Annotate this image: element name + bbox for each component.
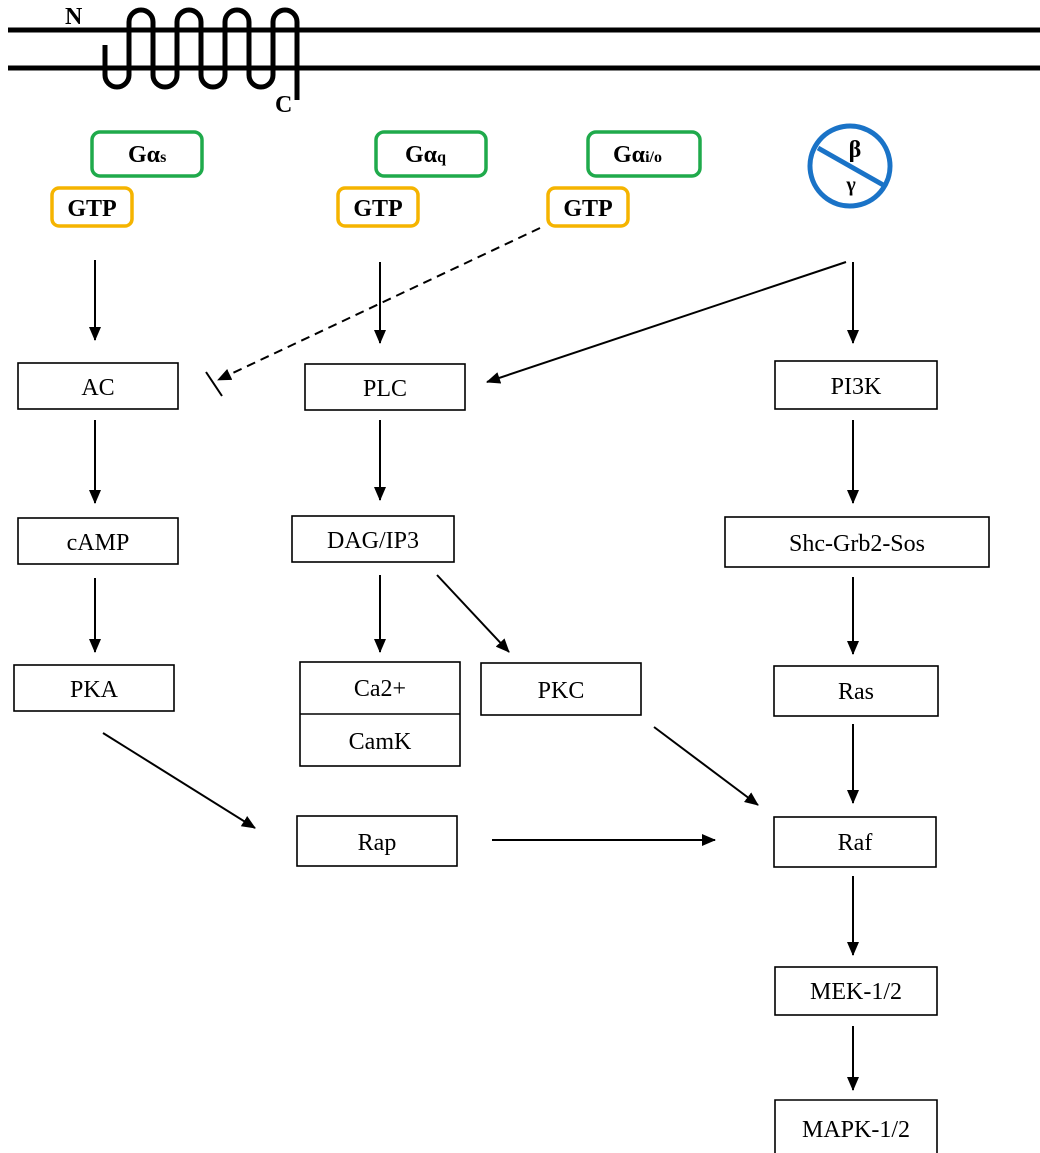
arrow-dag-to-pkc xyxy=(436,574,510,653)
node-rap-label: Rap xyxy=(358,830,397,856)
node-camk-label: CamK xyxy=(349,729,412,755)
node-mek-label: MEK-1/2 xyxy=(810,979,902,1005)
arrow-pkc-to-raf xyxy=(653,726,759,806)
node-mapk-label: MAPK-1/2 xyxy=(802,1117,910,1143)
node-ras: Ras xyxy=(773,665,939,717)
svg-text:Gαq: Gαq xyxy=(405,142,446,168)
inhibition-gio-to-ac xyxy=(205,227,541,397)
gtp-s-label: GTP xyxy=(67,196,116,222)
node-camp-label: cAMP xyxy=(67,530,130,556)
node-dag-ip3: DAG/IP3 xyxy=(291,515,455,563)
g-alpha-q-label: Gα xyxy=(405,142,438,168)
gamma-label: γ xyxy=(845,174,856,196)
g-alpha-io-subscript: i/o xyxy=(645,149,662,166)
node-pi3k: PI3K xyxy=(774,360,938,410)
node-raf-label: Raf xyxy=(838,830,873,856)
node-pkc-label: PKC xyxy=(538,678,585,704)
node-shc-label: Shc-Grb2-Sos xyxy=(789,531,925,557)
receptor-c-terminus: C xyxy=(275,92,292,118)
gtp-q-label: GTP xyxy=(353,196,402,222)
node-ras-label: Ras xyxy=(838,679,874,705)
svg-text:Gαs: Gαs xyxy=(128,142,166,168)
node-rap: Rap xyxy=(296,815,458,867)
g-alpha-io: Gαi/o GTP xyxy=(546,130,702,228)
g-alpha-s: Gαs GTP xyxy=(50,130,204,228)
node-raf: Raf xyxy=(773,816,937,868)
node-ac: AC xyxy=(17,362,179,410)
cell-membrane xyxy=(8,27,1040,71)
beta-label: β xyxy=(849,137,862,163)
svg-text:Gαi/o: Gαi/o xyxy=(613,142,662,168)
g-alpha-s-subscript: s xyxy=(160,149,166,166)
g-alpha-io-label: Gα xyxy=(613,142,646,168)
node-pka-label: PKA xyxy=(70,677,119,703)
node-pka: PKA xyxy=(13,664,175,712)
gtp-io-label: GTP xyxy=(563,196,612,222)
arrow-betagamma-to-plc xyxy=(486,261,847,384)
g-alpha-q-subscript: q xyxy=(437,149,446,166)
node-dag-ip3-label: DAG/IP3 xyxy=(327,528,419,554)
node-camp: cAMP xyxy=(17,517,179,565)
arrow-pka-to-rap xyxy=(102,732,256,829)
g-alpha-q: Gαq GTP xyxy=(336,130,488,228)
g-alpha-s-label: Gα xyxy=(128,142,161,168)
receptor-n-terminus: N xyxy=(65,4,83,30)
receptor-7tm xyxy=(102,7,300,100)
node-plc-label: PLC xyxy=(363,376,407,402)
node-ca2-camk: Ca2+ CamK xyxy=(299,661,461,767)
node-ca2-label: Ca2+ xyxy=(354,676,406,702)
node-ac-label: AC xyxy=(81,375,114,401)
node-mek: MEK-1/2 xyxy=(774,966,938,1016)
g-beta-gamma: β γ xyxy=(807,123,893,209)
node-pi3k-label: PI3K xyxy=(831,374,882,400)
node-pkc: PKC xyxy=(480,662,642,716)
node-plc: PLC xyxy=(304,363,466,411)
node-mapk: MAPK-1/2 xyxy=(774,1099,938,1153)
node-shc-grb2-sos: Shc-Grb2-Sos xyxy=(724,516,990,568)
